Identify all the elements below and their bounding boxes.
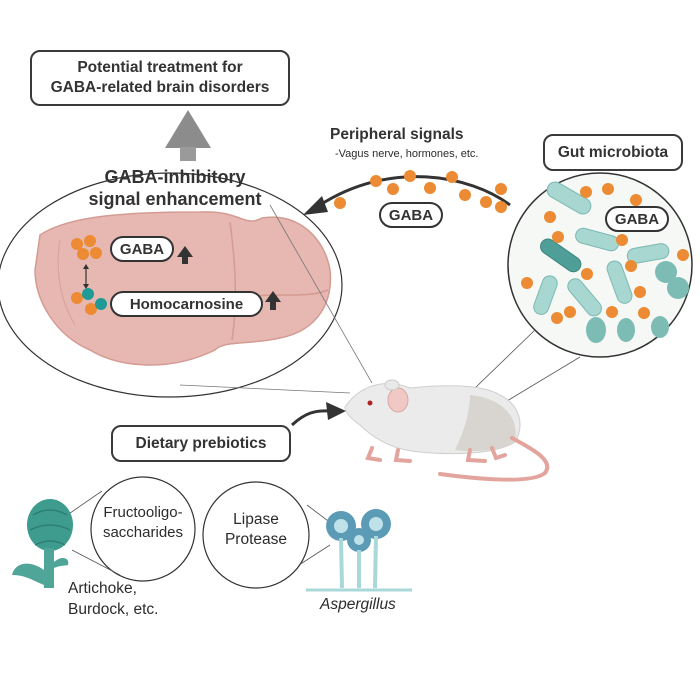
brain-heading-line-1: GABA-inhibitory — [104, 167, 246, 187]
dietary-prebiotics-box: Dietary prebiotics — [111, 425, 291, 462]
enzymes-line-1: Lipase — [233, 511, 279, 528]
aspergillus-illustration — [306, 509, 412, 592]
peripheral-title: Peripheral signals — [330, 126, 464, 143]
plant-line-1: Artichoke, — [68, 580, 137, 597]
gut-gaba-label: GABA — [605, 206, 669, 232]
treatment-line-1: Potential treatment for — [77, 59, 243, 76]
gray-up-arrow-icon — [165, 110, 211, 161]
enzymes-circle-text: Lipase Protease — [206, 510, 306, 550]
plant-line-2: Burdock, etc. — [68, 601, 159, 618]
homocarnosine-label: Homocarnosine — [110, 291, 263, 317]
homocarnosine-molecule-cluster — [71, 288, 107, 315]
mouse-illustration — [344, 379, 550, 482]
double-arrow-icon — [83, 264, 89, 289]
gaba-increase-arrow-icon — [177, 246, 193, 264]
peripheral-gaba-label: GABA — [379, 202, 443, 228]
fungus-source-label: Aspergillus — [320, 596, 396, 613]
brain-heading-line-2: signal enhancement — [88, 189, 262, 209]
brain-heading: GABA-inhibitory signal enhancement — [60, 166, 290, 210]
artichoke-illustration — [12, 499, 73, 588]
treatment-line-2: GABA-related brain disorders — [50, 79, 270, 96]
fos-circle-text: Fructooligo- saccharides — [93, 503, 193, 543]
homocarnosine-increase-arrow-icon — [265, 291, 281, 310]
peripheral-gaba-dots — [334, 170, 507, 213]
treatment-box: Potential treatment for GABA-related bra… — [30, 50, 290, 106]
peripheral-signal-arrow — [303, 175, 511, 215]
gut-microbiota-box: Gut microbiota — [543, 134, 683, 171]
plant-source-label: Artichoke, Burdock, etc. — [68, 578, 158, 620]
fos-circle — [90, 476, 196, 582]
dietary-to-mouse-arrow — [290, 402, 346, 427]
peripheral-subtitle: -Vagus nerve, hormones, etc. — [335, 148, 479, 160]
gaba-molecule-cluster — [71, 235, 102, 260]
brain-gaba-label: GABA — [110, 236, 174, 262]
enzymes-circle — [202, 481, 310, 589]
fos-line-1: Fructooligo- — [103, 504, 183, 521]
fos-line-2: saccharides — [102, 524, 184, 541]
enzymes-line-2: Protease — [224, 531, 288, 548]
